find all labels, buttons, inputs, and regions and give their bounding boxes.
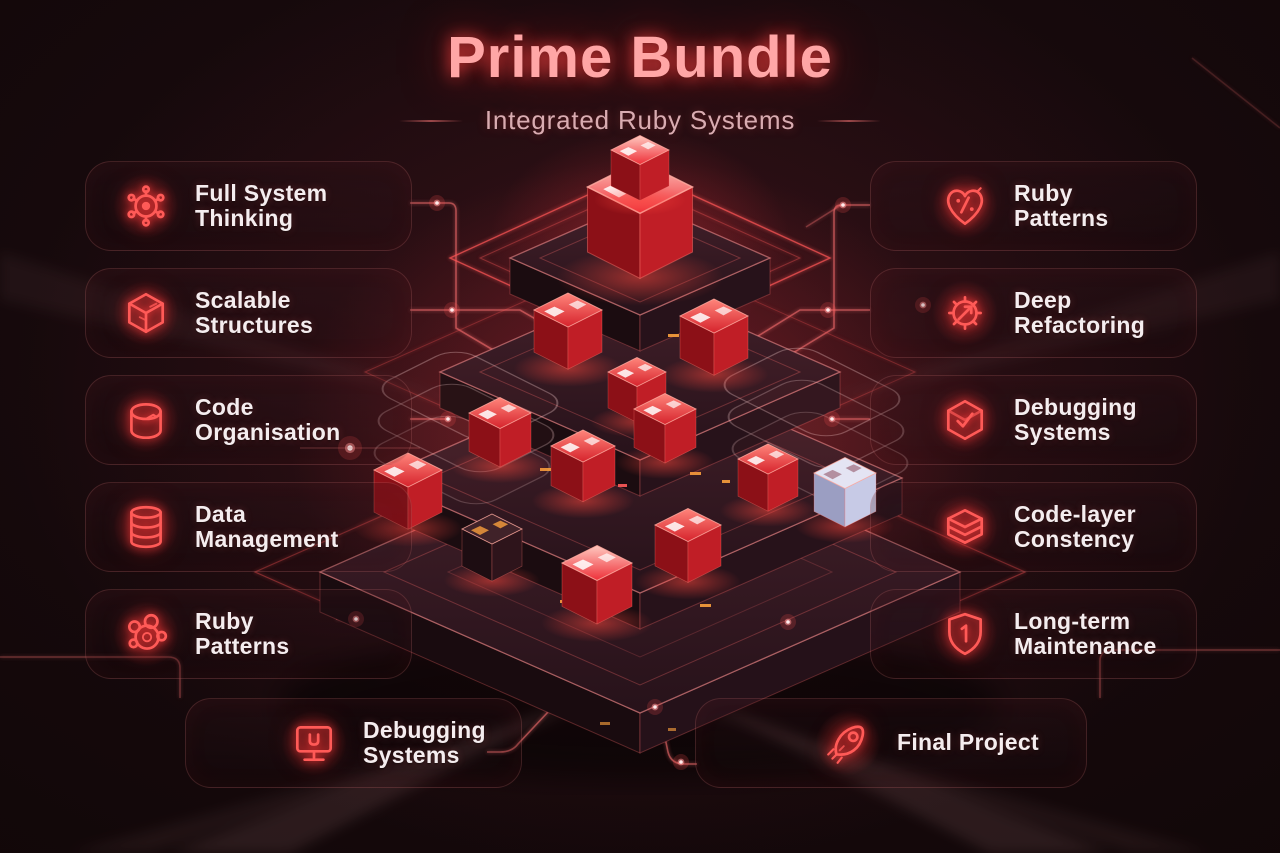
package-box-icon xyxy=(114,388,178,452)
light-rays xyxy=(0,252,1280,853)
subtitle-dash-left xyxy=(398,119,463,122)
feature-label: Debugging Systems xyxy=(363,716,486,768)
gem-cluster-icon xyxy=(114,602,178,666)
feature-card-code-layer-constency: Code-layer Constency xyxy=(870,482,1197,572)
subtitle-row: Integrated Ruby Systems xyxy=(0,105,1280,136)
feature-card-full-system-thinking: Full System Thinking xyxy=(85,161,412,251)
feature-label: Full System Thinking xyxy=(195,179,328,231)
gear-wrench-icon xyxy=(933,281,997,345)
feature-label: Long-term Maintenance xyxy=(1014,607,1157,659)
layers-icon xyxy=(933,495,997,559)
feature-card-deep-refactoring: Deep Refactoring xyxy=(870,268,1197,358)
feature-label: Debugging Systems xyxy=(1014,393,1137,445)
feature-label: Ruby Patterns xyxy=(1014,179,1109,231)
feature-card-debugging-systems-bottom: Debugging Systems xyxy=(185,698,522,788)
subtitle-dash-right xyxy=(817,119,882,122)
feature-label: Deep Refactoring xyxy=(1014,286,1146,338)
heart-code-icon xyxy=(933,174,997,238)
monitor-bug-icon xyxy=(282,711,346,775)
feature-label: Code Organisation xyxy=(195,393,341,445)
feature-label: Final Project xyxy=(897,729,1039,756)
feature-label: Code-layer Constency xyxy=(1014,500,1136,552)
feature-card-ruby-patterns-left: Ruby Patterns xyxy=(85,589,412,679)
database-icon xyxy=(114,495,178,559)
feature-card-debugging-systems-right: Debugging Systems xyxy=(870,375,1197,465)
feature-card-long-term-maintenance: Long-term Maintenance xyxy=(870,589,1197,679)
feature-card-code-organisation: Code Organisation xyxy=(85,375,412,465)
feature-card-final-project: Final Project xyxy=(695,698,1087,788)
feature-label: Data Management xyxy=(195,500,339,552)
header: Prime Bundle Integrated Ruby Systems xyxy=(0,24,1280,136)
iso-cube-icon xyxy=(114,281,178,345)
feature-card-ruby-patterns-right: Ruby Patterns xyxy=(870,161,1197,251)
feature-card-scalable-structures: Scalable Structures xyxy=(85,268,412,358)
shield-icon xyxy=(933,602,997,666)
feature-card-data-management: Data Management xyxy=(85,482,412,572)
page-subtitle: Integrated Ruby Systems xyxy=(484,105,796,135)
gear-network-icon xyxy=(114,174,178,238)
rocket-icon xyxy=(816,711,880,775)
cube-check-icon xyxy=(933,388,997,452)
pyramid-illustration xyxy=(318,135,962,754)
feature-label: Ruby Patterns xyxy=(195,607,290,659)
page-title: Prime Bundle xyxy=(447,25,833,90)
feature-label: Scalable Structures xyxy=(195,286,314,338)
